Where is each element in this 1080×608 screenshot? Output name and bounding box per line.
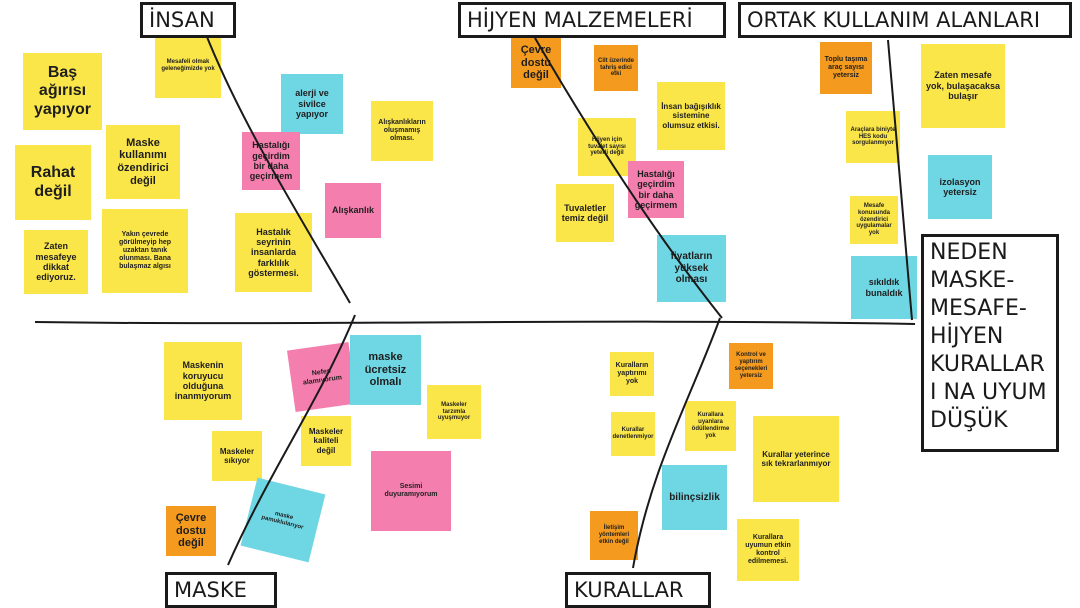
- sticky-note: Zaten mesafe yok, bulaşacaksa bulaşır: [921, 44, 1005, 128]
- sticky-note: Kurallara uyumun etkin kontrol edilmemes…: [737, 519, 799, 581]
- sticky-note: Çevre dostu değil: [511, 38, 561, 88]
- category-ortak-kullanim-alanlari: ORTAK KULLANIM ALANLARI: [738, 2, 1072, 38]
- category-kurallar: KURALLAR: [565, 572, 711, 608]
- sticky-note: Maskeler tarzımla uyuşmuyor: [427, 385, 481, 439]
- sticky-note: Çevre dostu değil: [166, 506, 216, 556]
- sticky-note: Kurallar yeterince sık tekrarlanmıyor: [753, 416, 839, 502]
- sticky-note: Cilt üzerinde tahriş edici etki: [594, 45, 638, 91]
- sticky-note: İletişim yöntemleri etkin değil: [590, 511, 638, 560]
- effect-problem-statement: NEDEN MASKE-MESAFE-HİJYEN KURALLARI NA U…: [921, 234, 1059, 452]
- sticky-note: Nefes alamıyorum: [286, 341, 358, 413]
- sticky-note: Kontrol ve yaptırım seçenekleri yetersiz: [729, 343, 773, 389]
- sticky-note: Toplu taşıma araç sayısı yetersiz: [820, 42, 872, 94]
- sticky-note: Kurallara uyanlara ödüllendirme yok: [685, 401, 736, 451]
- sticky-note: Yakın çevrede görülmeyip hep uzaktan tan…: [102, 209, 188, 293]
- sticky-note: Maskeler kaliteli değil: [301, 416, 351, 466]
- sticky-note: maske pamuklularıyor: [240, 477, 326, 563]
- sticky-note: izolasyon yetersiz: [928, 155, 992, 219]
- sticky-note: Kuralların yaptırımı yok: [610, 352, 654, 396]
- sticky-note: Baş ağırısı yapıyor: [23, 53, 102, 130]
- sticky-note: Sesimi duyuramıyorum: [371, 451, 451, 531]
- sticky-note: Alışkanlıkların oluşmamış olması.: [371, 101, 433, 161]
- sticky-note: Maske kullanımı özendirici değil: [106, 125, 180, 199]
- sticky-note: Mesafeli olmak geleneğimizde yok: [155, 34, 221, 98]
- sticky-note: Hastalık seyrinin insanlarda farklılık g…: [235, 213, 312, 292]
- sticky-note: Rahat değil: [15, 145, 91, 220]
- category-insan: İNSAN: [140, 2, 236, 38]
- sticky-note: Maskeler sıkıyor: [212, 431, 262, 481]
- sticky-note: Mesafe konusunda özendirici uygulamalar …: [850, 196, 898, 244]
- sticky-note: fiyatların yüksek olması: [657, 235, 726, 302]
- sticky-note: Kurallar denetlenmiyor: [611, 412, 655, 456]
- sticky-note: Tuvaletler temiz değil: [556, 184, 614, 242]
- sticky-note: maske ücretsiz olmalı: [350, 335, 421, 405]
- sticky-note: Zaten mesafeye dikkat ediyoruz.: [24, 230, 88, 294]
- sticky-note: alerji ve sivilce yapıyor: [281, 74, 343, 134]
- category-maske: MASKE: [165, 572, 277, 608]
- sticky-note: Maskenin koruyucu olduğuna inanmıyorum: [164, 342, 242, 420]
- sticky-note: Alışkanlık: [325, 183, 381, 238]
- category-hijyen-malzemeleri: HİJYEN MALZEMELERİ: [458, 2, 726, 38]
- sticky-note: Hastalığı geçirdim bir daha geçirmem: [628, 161, 684, 218]
- sticky-note: Araçlara biniyte HES kodu sorgulanmıyor: [846, 111, 900, 163]
- sticky-note: İnsan bağışıklık sistemine olumsuz etkis…: [657, 82, 725, 150]
- sticky-note: Hastalığı geçirdim bir daha geçirmem: [242, 132, 300, 190]
- sticky-note: bilinçsizlik: [662, 465, 727, 530]
- spine-line: [34, 320, 916, 325]
- sticky-note: sıkıldık bunaldık: [851, 256, 917, 319]
